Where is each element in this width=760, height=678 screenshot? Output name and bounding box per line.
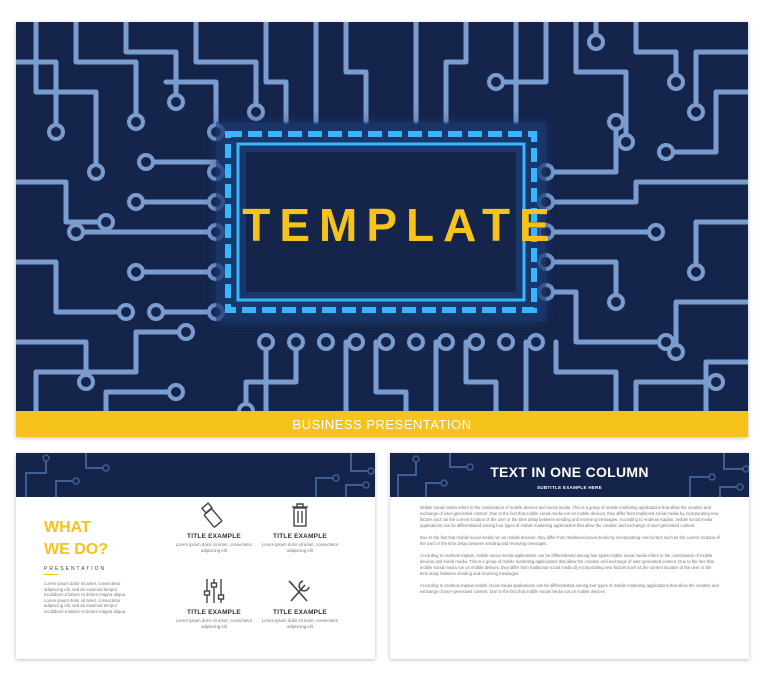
paragraph: Mobile social media refers to the combin…	[420, 505, 719, 528]
circuit-board-background	[16, 22, 748, 411]
text-column-slide-thumbnail[interactable]: TEXT IN ONE COLUMN SUBTITLE EXAMPLE HERE…	[390, 453, 749, 659]
feature-text: Lorem ipsum dolor sit amet, consectetur …	[175, 618, 253, 629]
feature-text: Lorem ipsum dolor sit amet, consectetur …	[175, 542, 253, 553]
slide-subtitle: SUBTITLE EXAMPLE HERE	[536, 485, 603, 490]
tools-icon	[288, 580, 310, 602]
sliders-icon	[203, 579, 225, 603]
slide-header-band	[16, 453, 375, 497]
trash-icon	[292, 503, 308, 527]
subheading: PRESENTATION	[44, 566, 107, 572]
intro-text: Lorem ipsum dolor sit amet, consectetur …	[44, 581, 127, 614]
main-title: TEMPLATE	[242, 199, 559, 251]
slide-header-band: TEXT IN ONE COLUMN SUBTITLE EXAMPLE HERE	[390, 453, 749, 497]
subheading-underline	[44, 574, 58, 575]
paragraph: Due to the fact that mobile social media…	[420, 535, 720, 546]
usb-drive-icon	[201, 502, 223, 528]
main-slide-thumbnail[interactable]: TEMPLATE BUSINESS PRESENTATION	[16, 22, 748, 437]
feature-item: TITLE EXAMPLE Lorem ipsum dolor sit amet…	[174, 577, 254, 629]
slide-title: TEXT IN ONE COLUMN	[490, 464, 649, 480]
heading-line-2: WE DO?	[44, 541, 108, 558]
text-column: Mobile social media refers to the combin…	[420, 505, 720, 601]
feature-item: TITLE EXAMPLE Lorem ipsum dolor sit amet…	[260, 577, 340, 629]
chip-title-box: TEMPLATE	[242, 140, 549, 310]
subtitle-band: BUSINESS PRESENTATION	[16, 411, 748, 437]
feature-item: TITLE EXAMPLE Lorem ipsum dolor sit amet…	[260, 501, 340, 553]
feature-text: Lorem ipsum dolor sit amet, consectetur …	[261, 542, 339, 553]
paragraph: According to Andreas Kaplan, mobile soci…	[420, 553, 714, 576]
feature-text: Lorem ipsum dolor sit amet, consectetur …	[261, 618, 339, 629]
feature-item: TITLE EXAMPLE Lorem ipsum dolor sit amet…	[174, 501, 254, 553]
what-we-do-slide-thumbnail[interactable]: WHAT WE DO? PRESENTATION Lorem ipsum dol…	[16, 453, 375, 659]
paragraph: According to Andreas Kaplan mobile socia…	[420, 583, 719, 594]
feature-title: TITLE EXAMPLE	[273, 533, 327, 540]
heading-line-1: WHAT	[44, 519, 91, 536]
feature-title: TITLE EXAMPLE	[187, 609, 241, 616]
feature-title: TITLE EXAMPLE	[273, 609, 327, 616]
what-we-do-heading: WHAT WE DO?	[44, 517, 108, 561]
band-text: BUSINESS PRESENTATION	[292, 416, 472, 432]
feature-title: TITLE EXAMPLE	[187, 533, 241, 540]
